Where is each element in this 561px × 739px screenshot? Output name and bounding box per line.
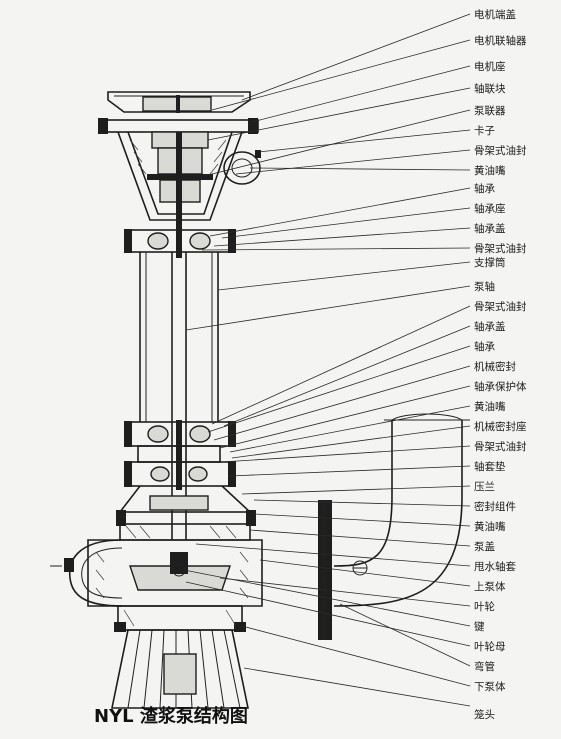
label-10: 轴承盖 bbox=[474, 222, 506, 235]
label-15: 轴承盖 bbox=[474, 320, 506, 333]
label-6: 骨架式油封 bbox=[474, 144, 527, 157]
label-1: 电机联轴器 bbox=[474, 34, 527, 47]
coupling bbox=[147, 131, 213, 222]
label-3: 轴联块 bbox=[474, 82, 506, 95]
diagram-title: NYL 渣浆泵结构图 bbox=[94, 705, 248, 727]
label-18: 轴承保护体 bbox=[474, 380, 527, 393]
label-32: 弯管 bbox=[474, 660, 495, 673]
label-31: 叶轮母 bbox=[474, 640, 506, 653]
upper-bearing-housing bbox=[124, 222, 236, 258]
label-11: 骨架式油封 bbox=[474, 242, 527, 255]
label-29: 叶轮 bbox=[474, 600, 495, 613]
upper-pump-body bbox=[50, 539, 263, 607]
lower-pump-body bbox=[114, 605, 246, 632]
discharge-elbow bbox=[318, 413, 470, 640]
label-27: 甩水轴套 bbox=[474, 560, 516, 573]
lower-bearing-housing bbox=[124, 420, 236, 490]
label-13: 泵轴 bbox=[474, 280, 495, 293]
label-19: 黄油嘴 bbox=[474, 400, 506, 413]
label-26: 泵盖 bbox=[474, 540, 495, 553]
label-22: 轴套垫 bbox=[474, 460, 506, 473]
label-20: 机械密封座 bbox=[474, 420, 527, 433]
label-2: 电机座 bbox=[474, 60, 506, 73]
label-33: 下泵体 bbox=[474, 681, 506, 693]
label-23: 压兰 bbox=[474, 480, 495, 493]
label-14: 骨架式油封 bbox=[474, 300, 527, 313]
label-12: 支撑筒 bbox=[474, 256, 506, 269]
label-30: 键 bbox=[474, 620, 485, 633]
motor-end-cover bbox=[107, 91, 251, 113]
label-7: 黄油嘴 bbox=[474, 164, 506, 177]
label-28: 上泵体 bbox=[474, 581, 506, 593]
label-25: 黄油嘴 bbox=[474, 520, 506, 533]
label-21: 骨架式油封 bbox=[474, 440, 527, 453]
label-24: 密封组件 bbox=[474, 500, 516, 513]
label-34: 笼头 bbox=[474, 708, 495, 721]
label-4: 泵联器 bbox=[474, 105, 506, 117]
label-0: 电机端盖 bbox=[474, 8, 516, 21]
impeller bbox=[129, 552, 231, 591]
label-17: 机械密封 bbox=[474, 360, 516, 373]
leader-lines bbox=[183, 13, 471, 707]
label-9: 轴承座 bbox=[474, 202, 506, 215]
label-8: 轴承 bbox=[474, 182, 495, 195]
part-labels: 电机端盖 电机联轴器 电机座 轴联块 泵联器 卡子 骨架式油封 黄油嘴 轴承 轴… bbox=[474, 8, 527, 721]
label-5: 卡子 bbox=[474, 124, 495, 137]
label-16: 轴承 bbox=[474, 340, 495, 353]
support-tube bbox=[139, 252, 219, 540]
strainer-cage bbox=[111, 629, 249, 709]
